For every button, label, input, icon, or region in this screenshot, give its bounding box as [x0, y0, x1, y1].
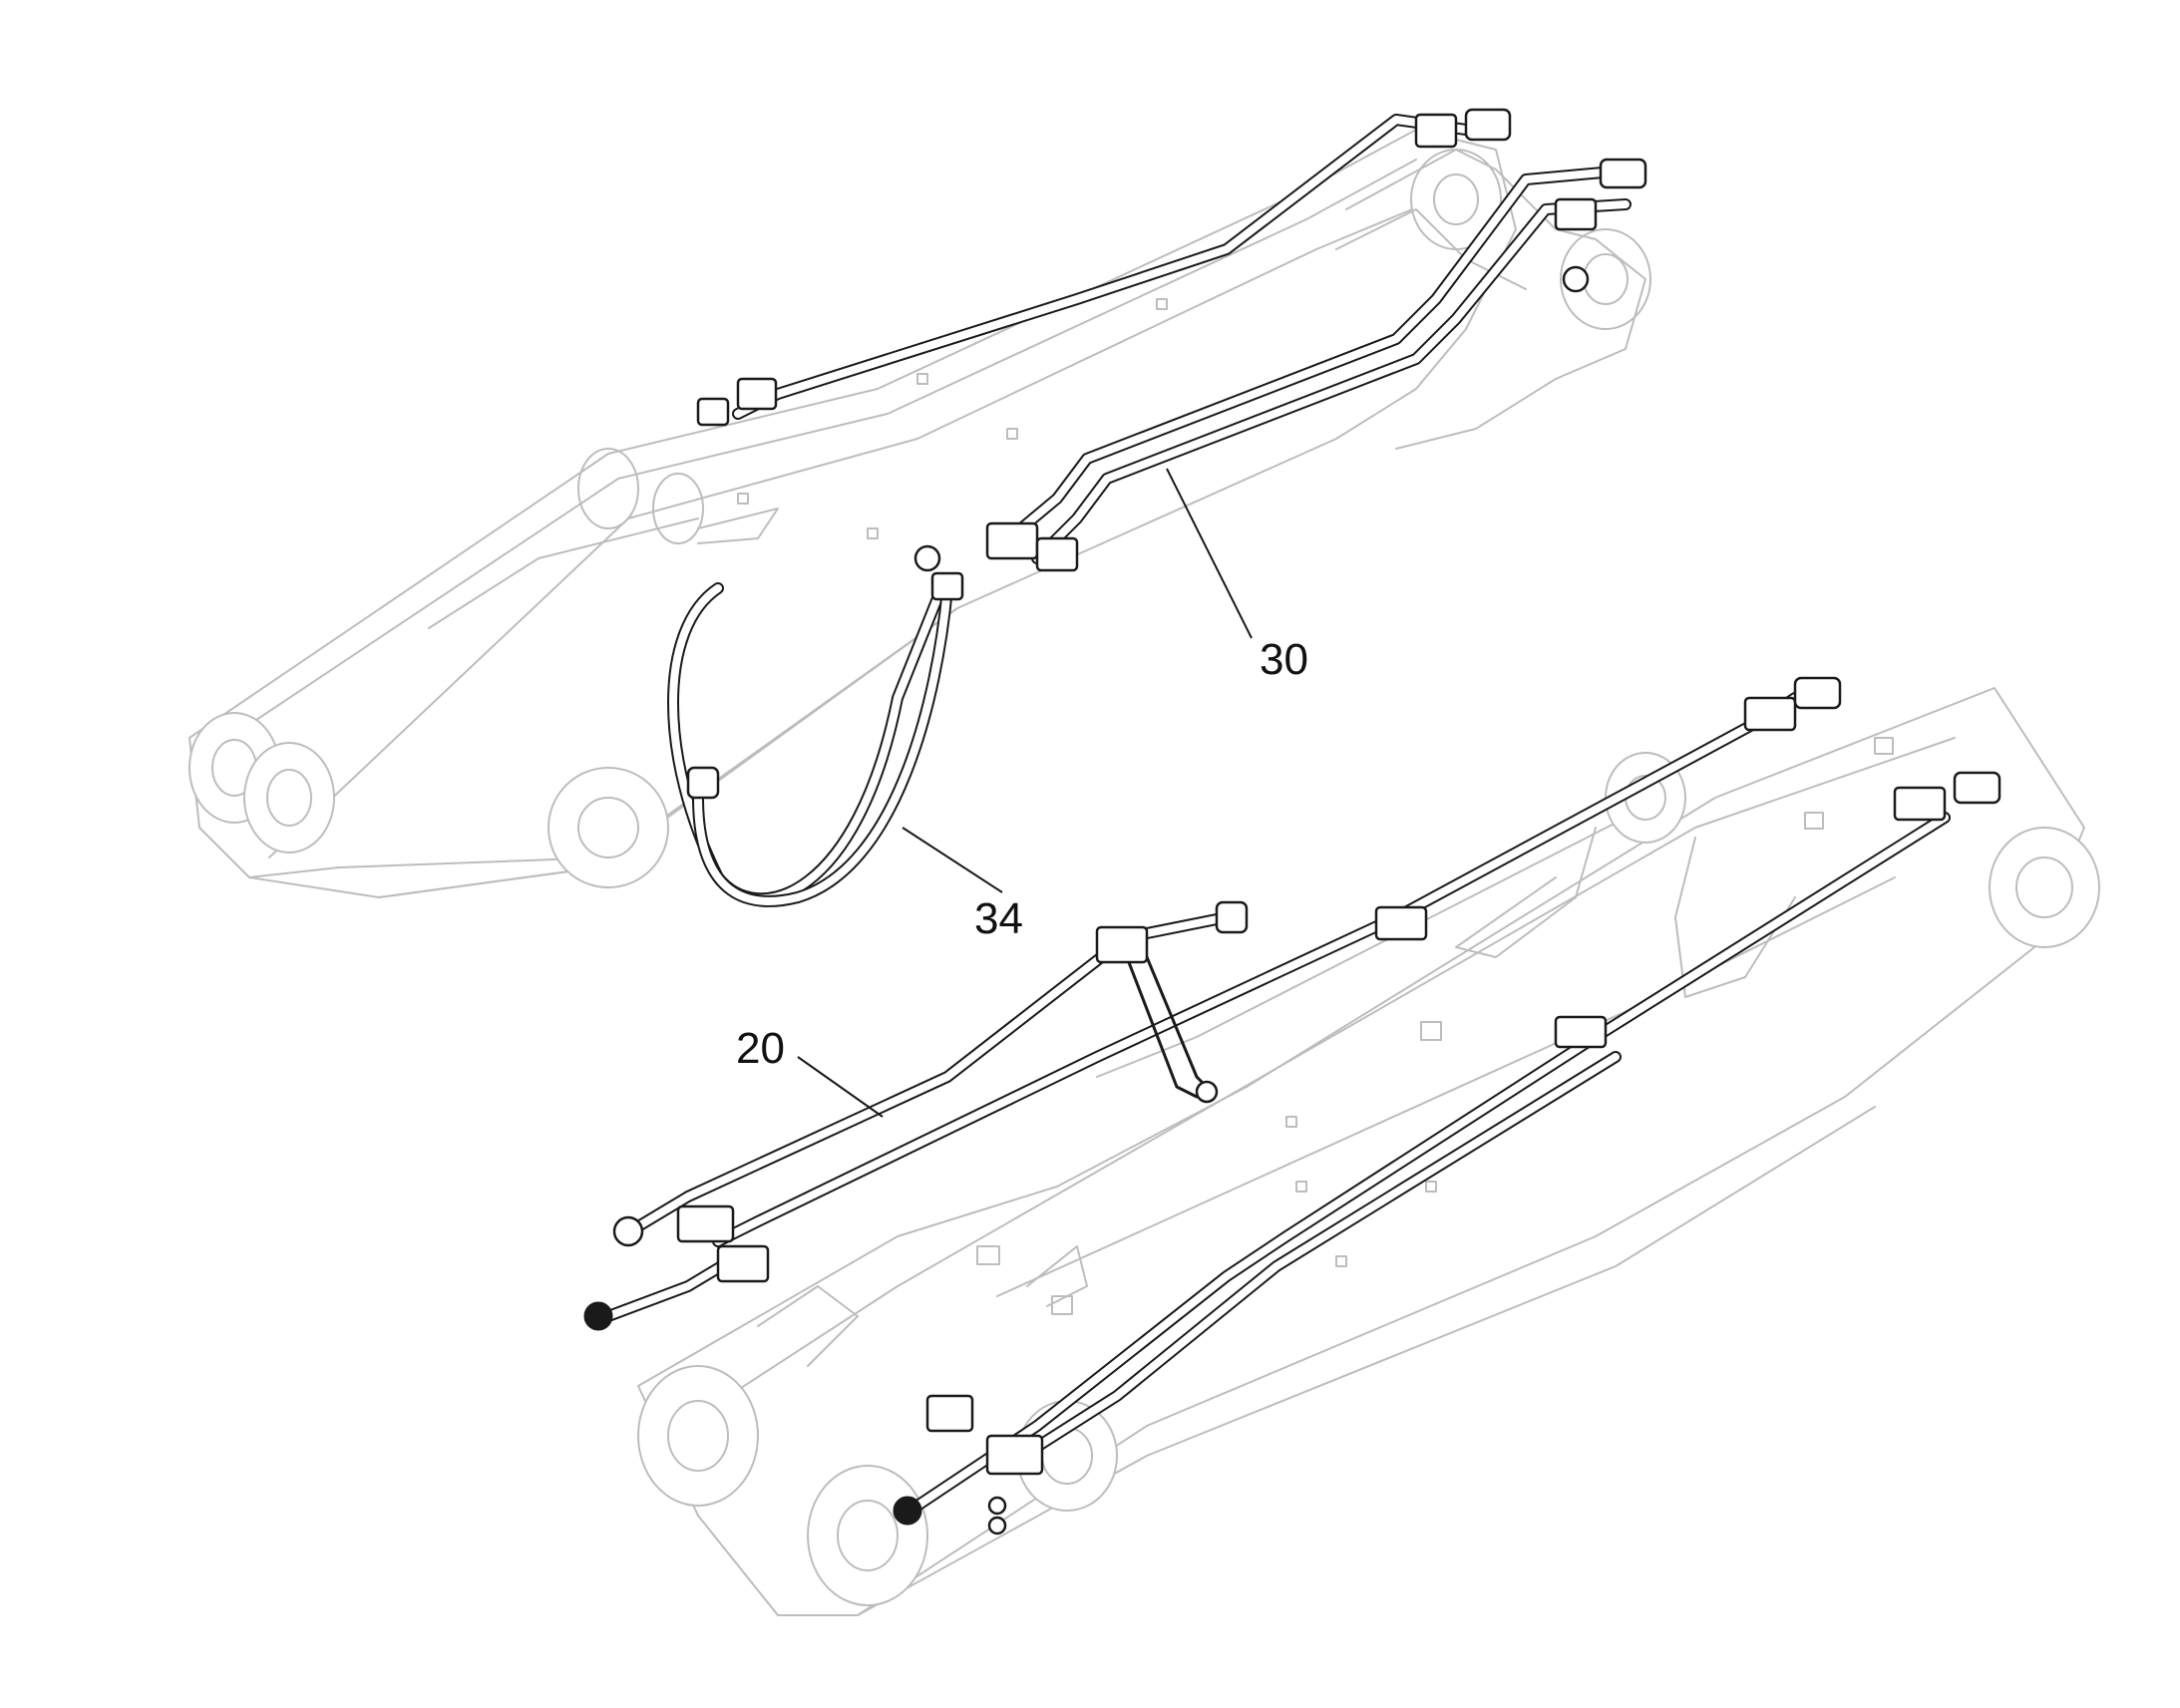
leader-lines: [797, 468, 1253, 1118]
callout-34: 34: [974, 894, 1023, 943]
leader-30: [1166, 468, 1253, 639]
callout-30: 30: [1260, 635, 1308, 684]
leader-34: [902, 827, 1003, 893]
callout-20: 20: [736, 1024, 785, 1073]
upper-boom-pipes: [667, 108, 1647, 907]
leader-20: [797, 1056, 884, 1118]
lower-boom-pipes: [583, 676, 2001, 1536]
upper-boom-structure: [188, 129, 1651, 898]
